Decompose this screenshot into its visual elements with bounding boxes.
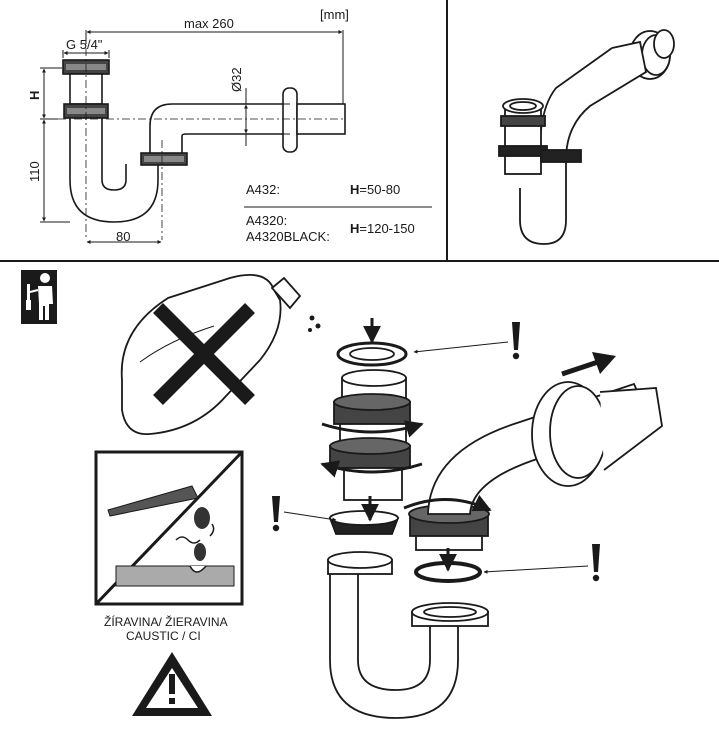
variant-model-a4320black: A4320BLACK:: [246, 229, 330, 244]
unit-label: [mm]: [320, 7, 349, 22]
width-dim-label: 80: [116, 229, 131, 244]
no-liquid-bottle-icon: [120, 274, 321, 435]
push-direction-arrow: [561, 352, 616, 377]
variant-model-a432: A432:: [246, 182, 280, 197]
rotation-arrows: [320, 420, 492, 512]
variant-model-a4320: A4320:: [246, 213, 288, 228]
thread-label: G 5/4": [66, 37, 103, 52]
callout-lines: [283, 341, 589, 574]
top-panel-frame: [0, 0, 719, 262]
panel-divider: [446, 0, 448, 262]
siphon-3d-sketch: [498, 29, 675, 245]
caustic-warning-icon: [94, 450, 244, 606]
variant-h-a432: H=50-80: [350, 182, 401, 197]
exclamation-icon: [272, 322, 600, 582]
installer-tool-icon: [21, 270, 57, 324]
diameter-label: Ø32: [229, 67, 244, 92]
caustic-label-line2: CAUSTIC / CI: [126, 629, 201, 643]
depth-dim-label: 110: [27, 161, 42, 182]
insert-arrows: [361, 318, 457, 572]
max-length-label: max 260: [184, 16, 234, 31]
hazard-triangle-icon: [132, 652, 212, 716]
siphon-dimension-drawing: [62, 59, 346, 223]
variant-h-a4320: H=120-150: [350, 221, 415, 236]
caustic-label-line1: ŽÍRAVINA/ ŽIERAVINA: [104, 615, 228, 629]
height-dim-label: H: [27, 90, 42, 100]
forbidden-x-mark: [153, 303, 255, 405]
assembly-exploded: [327, 341, 663, 719]
